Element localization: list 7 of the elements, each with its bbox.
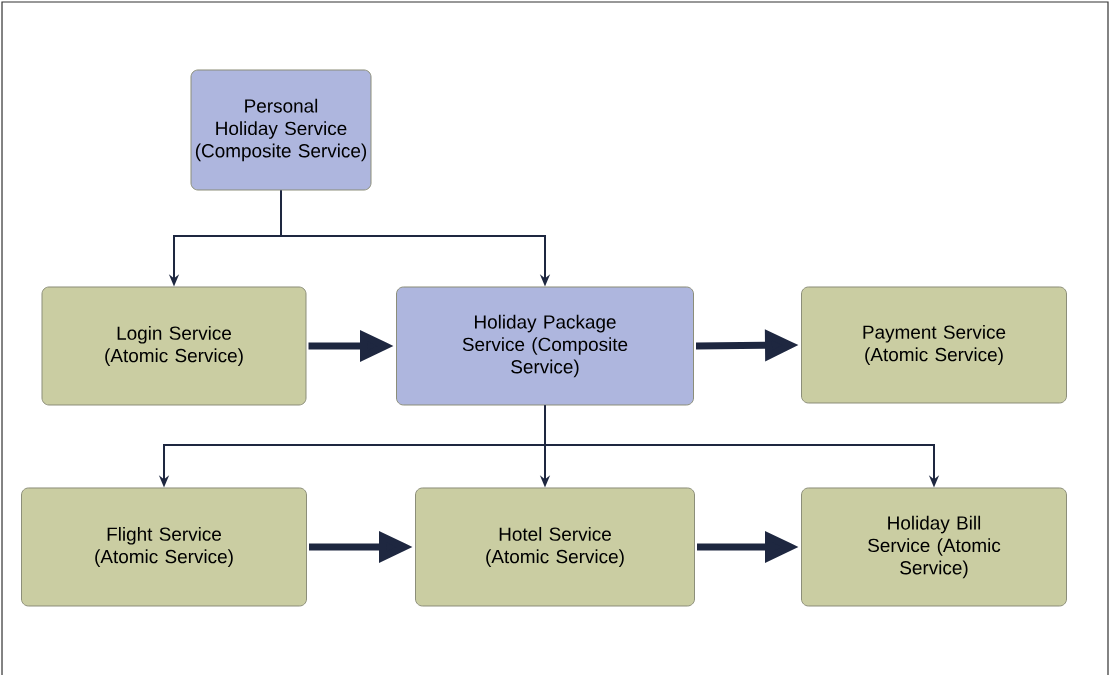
composite-service-box: Personal Holiday Service (Composite Service) <box>190 69 372 191</box>
atomic-service-box: Hotel Service (Atomic Service) <box>415 487 695 607</box>
atomic-service-box: Holiday Bill Service (Atomic Service) <box>801 487 1067 607</box>
atomic-service-box: Payment Service (Atomic Service) <box>801 286 1067 404</box>
composite-service-box: Holiday Package Service (Composite Service) <box>396 286 694 406</box>
atomic-service-box: Login Service (Atomic Service) <box>41 286 307 406</box>
atomic-service-box: Flight Service (Atomic Service) <box>21 487 307 607</box>
